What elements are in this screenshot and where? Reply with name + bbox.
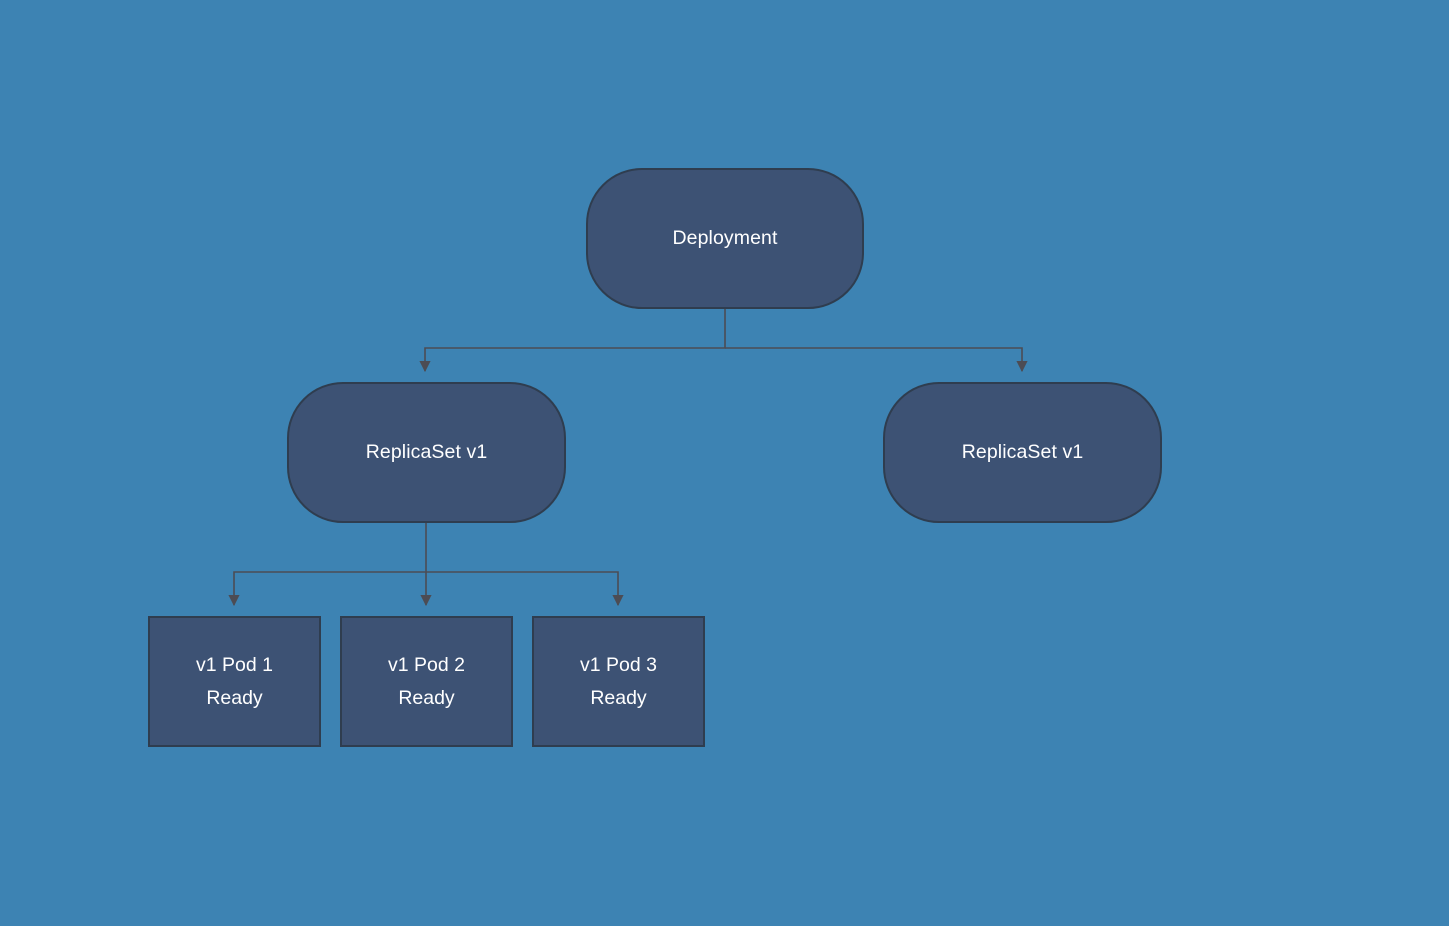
node-replicaset-right-label: ReplicaSet v1 [961,441,1084,464]
node-replicaset-left-label: ReplicaSet v1 [365,441,488,464]
edge-replicaset-to-pod-3 [426,571,624,607]
edge-replicaset-to-pod-1 [228,523,427,607]
node-replicaset-left[interactable]: ReplicaSet v1 [287,382,566,523]
edge-deployment-to-replicaset-left [419,309,726,373]
node-pod-3-name: v1 Pod 3 [580,653,657,676]
edge-deployment-to-replicaset-right [725,347,1028,373]
node-pod-2-status: Ready [398,687,455,709]
node-pod-2-name: v1 Pod 2 [388,653,465,676]
node-deployment[interactable]: Deployment [586,168,864,309]
node-replicaset-right[interactable]: ReplicaSet v1 [883,382,1162,523]
node-pod-3[interactable]: v1 Pod 3 Ready [532,616,705,747]
node-pod-1[interactable]: v1 Pod 1 Ready [148,616,321,747]
node-deployment-label: Deployment [672,227,778,250]
node-pod-2[interactable]: v1 Pod 2 Ready [340,616,513,747]
node-pod-3-status: Ready [590,687,647,709]
node-pod-1-name: v1 Pod 1 [196,653,273,676]
node-pod-1-status: Ready [206,687,263,709]
